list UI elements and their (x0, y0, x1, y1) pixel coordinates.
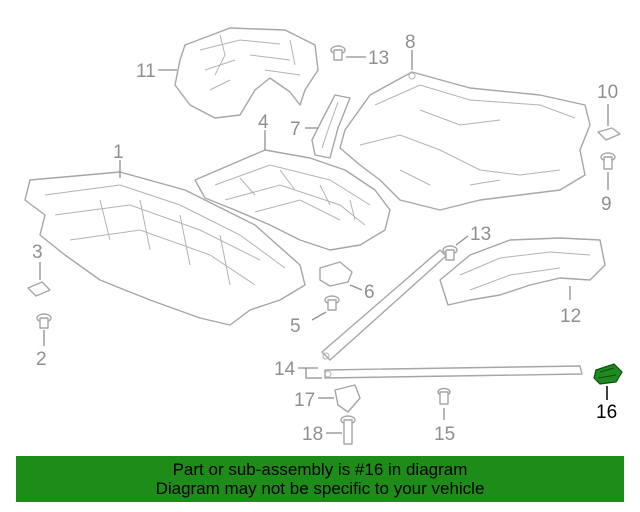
part-18-bolt[interactable] (340, 415, 356, 445)
callout-18: 18 (302, 424, 323, 445)
callout-10: 10 (597, 82, 618, 103)
callout-5: 5 (290, 316, 301, 337)
banner-line-2: Diagram may not be specific to your vehi… (155, 479, 485, 498)
callout-7: 7 (290, 119, 301, 140)
callout-1: 1 (113, 142, 124, 163)
callout-12: 12 (560, 306, 581, 327)
part-13-bolt-top[interactable] (330, 45, 346, 61)
part-15-bolt[interactable] (437, 387, 451, 405)
callout-3: 3 (32, 242, 43, 263)
callout-17: 17 (294, 390, 315, 411)
part-14-strut-rods[interactable] (321, 249, 583, 379)
part-4-center-tray[interactable] (194, 149, 391, 251)
part-12-side-bracket[interactable] (439, 237, 606, 306)
callout-13-top: 13 (368, 48, 389, 69)
callout-15: 15 (434, 424, 455, 445)
part-9-bolt[interactable] (600, 152, 616, 170)
part-11-shield[interactable] (174, 27, 319, 119)
part-10-clip[interactable] (597, 127, 621, 141)
callout-4: 4 (258, 112, 269, 133)
callout-6: 6 (364, 282, 375, 303)
part-17-bracket[interactable] (334, 384, 361, 413)
callout-11: 11 (136, 61, 156, 82)
part-13-bolt-middle[interactable] (442, 245, 458, 261)
callout-8: 8 (405, 32, 416, 53)
callout-2: 2 (36, 349, 47, 370)
part-8-underbody-panel[interactable] (339, 71, 591, 211)
part-6-clip[interactable] (319, 261, 353, 287)
callout-9: 9 (601, 194, 612, 215)
banner-line-1: Part or sub-assembly is #16 in diagram (172, 460, 468, 479)
callout-14: 14 (274, 359, 296, 380)
part-1-front-underbody-panel[interactable] (24, 171, 306, 326)
part-2-bolt[interactable] (36, 313, 52, 329)
part-16-highlighted[interactable] (593, 363, 623, 385)
callout-13-middle: 13 (470, 224, 491, 245)
parts-diagram: 11 13 7 8 10 9 4 (24, 27, 623, 445)
part-7-bracket[interactable] (311, 94, 351, 159)
part-5-bolt[interactable] (324, 295, 340, 311)
callout-16: 16 (596, 402, 617, 423)
part-3-clip[interactable] (27, 281, 51, 297)
info-banner: Part or sub-assembly is #16 in diagram D… (16, 456, 624, 502)
